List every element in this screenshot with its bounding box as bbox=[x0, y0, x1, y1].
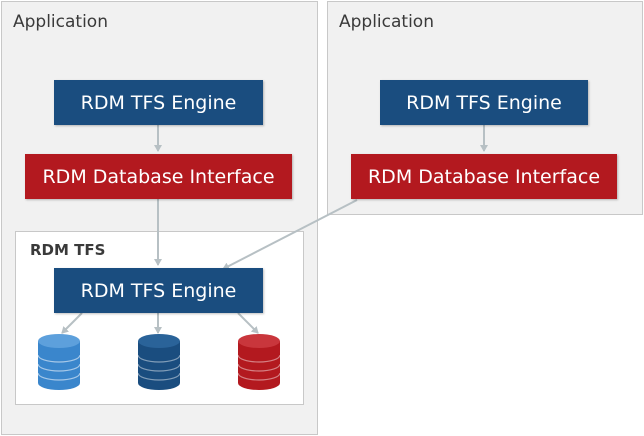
database-light-blue-icon bbox=[37, 334, 81, 390]
database-dark-blue-icon bbox=[137, 334, 181, 390]
right-database-interface-box: RDM Database Interface bbox=[351, 154, 617, 199]
left-database-interface-box: RDM Database Interface bbox=[25, 154, 292, 199]
left-tfs-engine-box: RDM TFS Engine bbox=[54, 80, 263, 125]
right-application-title: Application bbox=[339, 12, 434, 32]
right-tfs-engine-box: RDM TFS Engine bbox=[380, 80, 588, 125]
database-red-icon bbox=[237, 334, 281, 390]
tfs-engine-box: RDM TFS Engine bbox=[54, 268, 263, 313]
rdm-tfs-title: RDM TFS bbox=[30, 241, 106, 259]
left-application-title: Application bbox=[13, 12, 108, 32]
